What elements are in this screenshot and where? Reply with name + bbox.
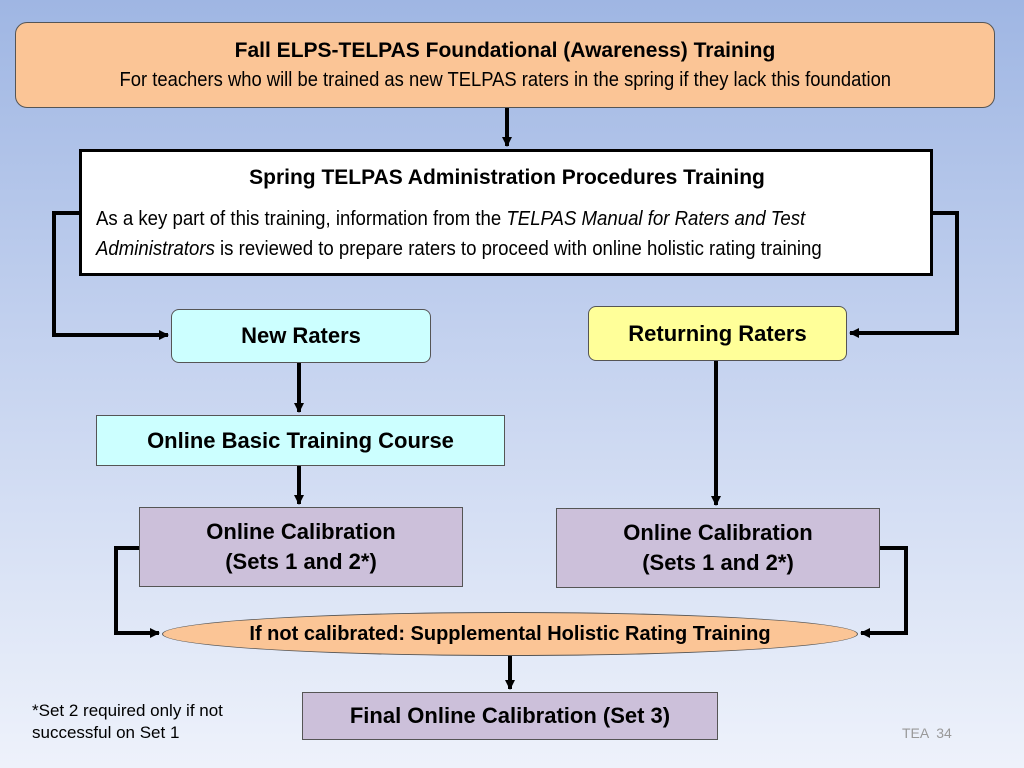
calibration-new-raters-box: Online Calibration (Sets 1 and 2*) <box>139 507 463 587</box>
new-raters-box: New Raters <box>171 309 431 363</box>
spring-body-prefix: As a key part of this training, informat… <box>96 208 507 230</box>
slide-page-label: TEA 34 <box>902 725 952 741</box>
arrow-spring-to-new-raters <box>52 211 169 340</box>
arrow-calib-right-to-supplemental <box>860 546 908 638</box>
final-calibration-box: Final Online Calibration (Set 3) <box>302 692 718 740</box>
manual-title: TELPAS Manual for Raters and Test Admini… <box>96 208 806 260</box>
calibration-line1: Online Calibration <box>623 520 813 545</box>
spring-training-body: As a key part of this training, informat… <box>96 204 905 264</box>
online-basic-training-box: Online Basic Training Course <box>96 415 505 466</box>
spring-procedures-training-box: Spring TELPAS Administration Procedures … <box>79 149 933 276</box>
calibration-line1: Online Calibration <box>206 519 396 544</box>
calibration-returning-raters-box: Online Calibration (Sets 1 and 2*) <box>556 508 880 588</box>
arrow-spring-to-returning-raters <box>849 211 959 338</box>
arrow-calib-left-to-supplemental <box>114 546 160 638</box>
returning-raters-box: Returning Raters <box>588 306 847 361</box>
fall-foundational-training-box: Fall ELPS-TELPAS Foundational (Awareness… <box>15 22 995 108</box>
spring-body-suffix: is reviewed to prepare raters to proceed… <box>214 238 822 260</box>
calibration-line2: (Sets 1 and 2*) <box>225 549 377 574</box>
fall-training-title: Fall ELPS-TELPAS Foundational (Awareness… <box>234 38 776 62</box>
fall-training-subtitle: For teachers who will be trained as new … <box>119 68 891 91</box>
set2-footnote: *Set 2 required only if not successful o… <box>32 701 223 742</box>
calibration-line2: (Sets 1 and 2*) <box>642 550 794 575</box>
spring-training-title: Spring TELPAS Administration Procedures … <box>249 166 765 189</box>
supplemental-training-oval: If not calibrated: Supplemental Holistic… <box>162 612 858 656</box>
